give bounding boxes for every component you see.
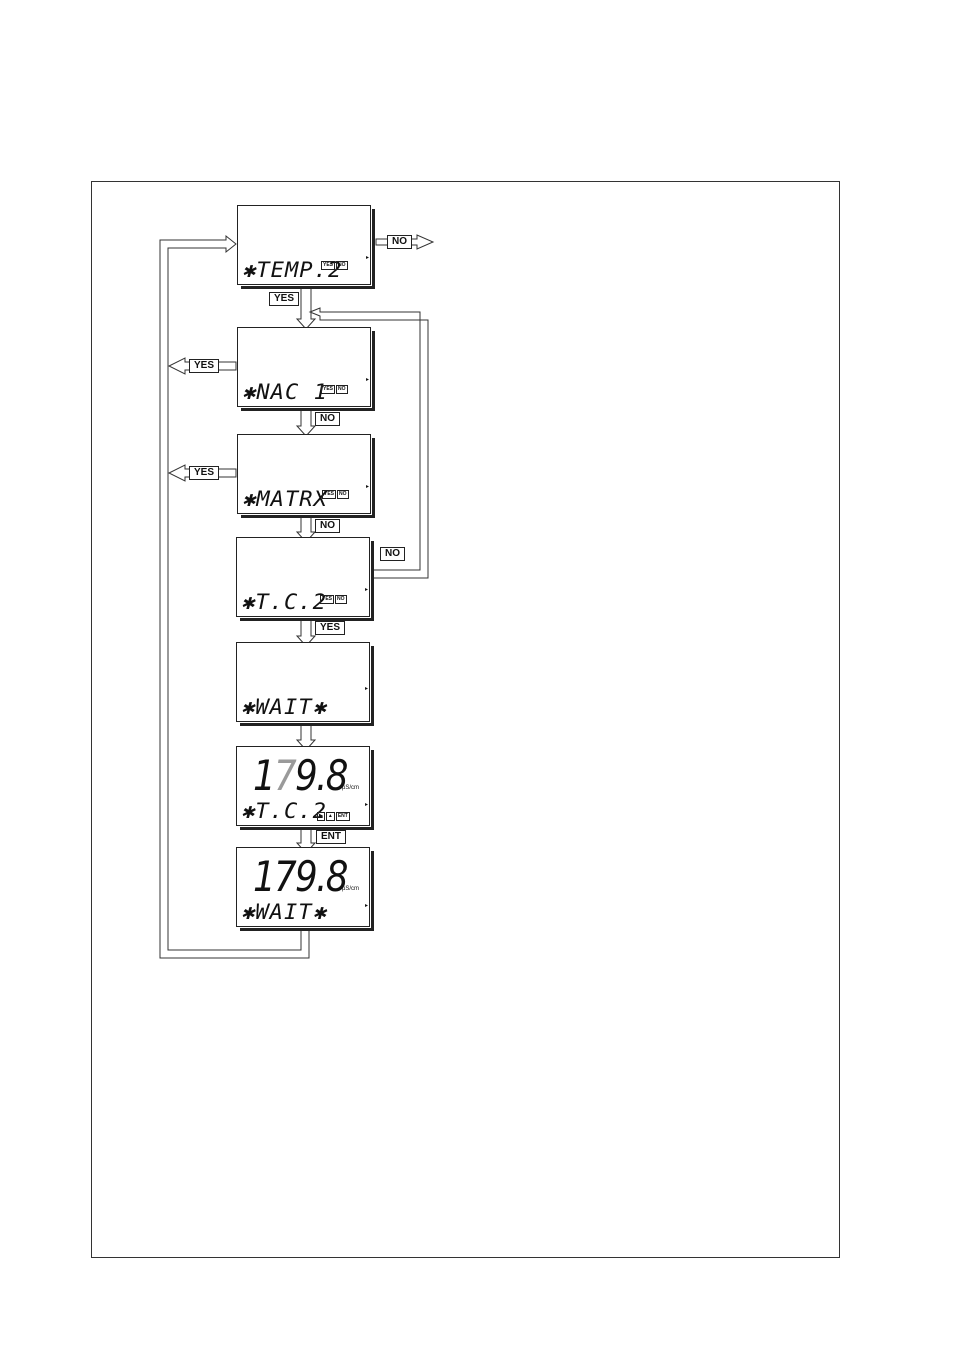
lcd-display-wait: ✱WAIT✱ ▸ <box>236 642 370 722</box>
label-yes-1: YES <box>269 292 299 306</box>
display-text: ✱T.C.2 <box>241 799 327 823</box>
pointer-icon: ▸ <box>365 801 368 808</box>
label-ent: ENT <box>316 830 346 844</box>
pointer-icon: ▸ <box>365 902 368 909</box>
blinking-digit: 7 <box>274 751 295 800</box>
arrow-nac-to-matrx <box>297 409 315 436</box>
label-no-2: NO <box>315 412 340 426</box>
yes-key: YES <box>321 385 335 394</box>
no-key: NO <box>336 261 348 270</box>
label-no-3: NO <box>315 519 340 533</box>
pointer-icon: ▸ <box>366 483 369 490</box>
label-yes-4: YES <box>315 621 345 635</box>
lcd-display-matrx: ✱MATRX YES NO ▸ <box>237 434 371 514</box>
key-group: YES NO <box>322 490 349 499</box>
pointer-icon: ▸ <box>365 586 368 593</box>
measured-value: 179.8 <box>253 852 347 901</box>
display-text: ✱MATRX <box>242 487 328 511</box>
no-key: NO <box>337 490 349 499</box>
lcd-display-value-wait: 179.8 µS/cm ✱WAIT✱ ▸ <box>236 847 370 927</box>
unit-label: µS/cm <box>342 886 359 892</box>
pointer-icon: ▸ <box>366 376 369 383</box>
key-group: YES NO <box>321 385 348 394</box>
display-text: ✱T.C.2 <box>241 590 327 614</box>
no-key: NO <box>336 385 348 394</box>
lcd-display-value-tc2: 179.8 µS/cm ✱T.C.2 ▶ ▲ ENT ▸ <box>236 746 370 826</box>
yes-key: YES <box>322 490 336 499</box>
pointer-icon: ▸ <box>365 685 368 692</box>
lcd-display-temp2: ✱TEMP.2 YES NO ▸ <box>237 205 371 285</box>
right-key: ▶ <box>317 812 325 821</box>
label-no-exit: NO <box>387 235 412 249</box>
lcd-display-nac1: ✱NAC 1 YES NO ▸ <box>237 327 371 407</box>
ent-key: ENT <box>336 812 350 821</box>
arrow-temp-to-nac <box>297 287 315 329</box>
measured-value: 179.8 <box>253 751 347 800</box>
key-group: YES NO <box>321 261 348 270</box>
lcd-display-tc2: ✱T.C.2 YES NO ▸ <box>236 537 370 617</box>
yes-key: YES <box>320 595 334 604</box>
label-yes-left-2: YES <box>189 359 219 373</box>
yes-key: YES <box>321 261 335 270</box>
display-text: ✱NAC 1 <box>242 380 328 404</box>
display-text: ✱WAIT✱ <box>241 900 327 924</box>
display-text: ✱WAIT✱ <box>241 695 327 719</box>
key-group: ▶ ▲ ENT <box>317 812 350 821</box>
up-key: ▲ <box>326 812 335 821</box>
label-yes-left-3: YES <box>189 466 219 480</box>
unit-label: µS/cm <box>342 785 359 791</box>
label-no-loop: NO <box>380 547 405 561</box>
pointer-icon: ▸ <box>366 254 369 261</box>
key-group: YES NO <box>320 595 347 604</box>
no-key: NO <box>335 595 347 604</box>
